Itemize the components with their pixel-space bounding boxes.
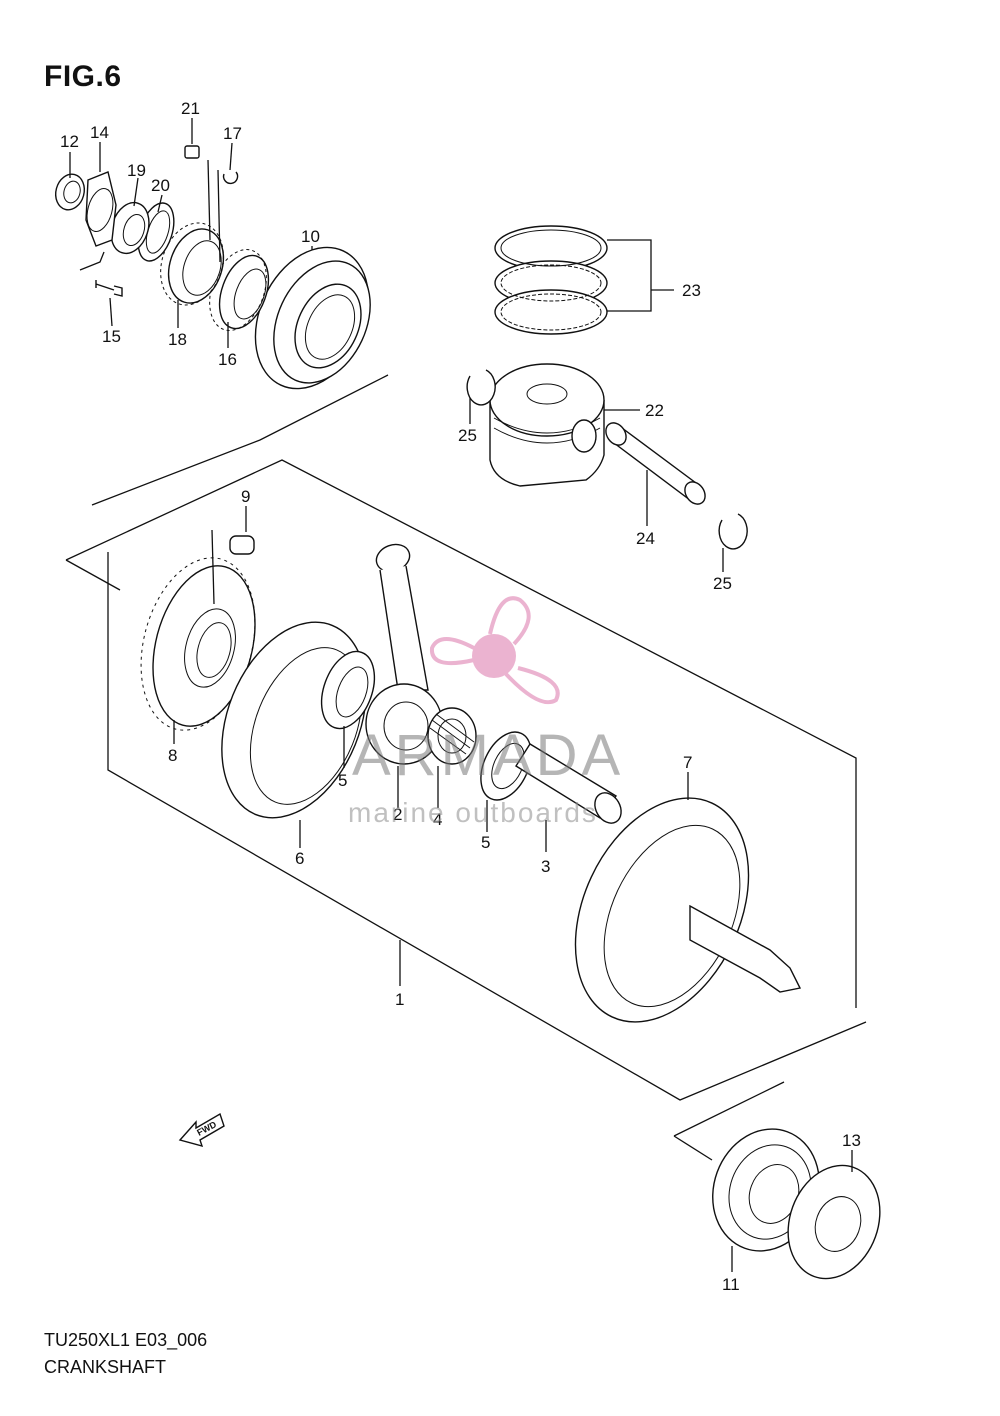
callout-10: 10 — [301, 227, 320, 246]
plate-14 — [85, 171, 117, 247]
callout-23: 23 — [682, 281, 701, 300]
callout-11: 11 — [722, 1275, 740, 1294]
figure-title: FIG.6 — [44, 60, 122, 93]
callout-3: 3 — [541, 857, 550, 876]
callout-8: 8 — [168, 746, 177, 765]
crankpin-3 — [515, 743, 622, 852]
callout-5a: 5 — [338, 771, 347, 790]
flywheel-7 — [574, 772, 802, 1023]
callout-18: 18 — [168, 330, 187, 349]
callout-12: 12 — [60, 132, 79, 151]
callout-25b: 25 — [713, 574, 732, 593]
callout-17: 17 — [223, 124, 242, 143]
callout-16: 16 — [218, 350, 237, 369]
bearing-4 — [427, 707, 477, 808]
seal-12 — [54, 173, 86, 211]
watermark-tagline: marine outboards — [348, 797, 598, 828]
connecting-rod-2 — [365, 543, 443, 808]
callout-22: 22 — [645, 401, 664, 420]
piston-rings-23 — [494, 225, 674, 335]
clip-25-upper — [466, 369, 496, 424]
callout-4: 4 — [433, 810, 442, 829]
callout-20: 20 — [151, 176, 170, 195]
callout-5b: 5 — [481, 833, 490, 852]
watermark-brand: ARMADA — [352, 723, 625, 788]
callout-21: 21 — [181, 99, 200, 118]
crankshaft-box — [65, 459, 867, 1101]
washer-5-right — [480, 731, 532, 832]
callout-15: 15 — [102, 327, 121, 346]
callout-9: 9 — [241, 487, 250, 506]
callout-24: 24 — [636, 529, 655, 548]
callout-25a: 25 — [458, 426, 477, 445]
callout-labels: 1 2 3 4 5 5 6 7 8 9 10 11 12 13 14 15 16… — [60, 99, 861, 1294]
leaders-upper-left — [69, 118, 389, 506]
gear-16 — [209, 249, 270, 331]
callout-6: 6 — [295, 849, 304, 868]
washer-5-left — [320, 650, 376, 768]
fwd-arrow — [178, 1112, 225, 1148]
callout-1: 1 — [395, 990, 404, 1009]
key-21 — [184, 145, 200, 159]
watermark-logo — [429, 596, 560, 705]
gear-8 — [140, 557, 256, 744]
key-9 — [211, 506, 255, 605]
screw-15 — [95, 280, 123, 297]
diagram-code: TU250XL1 E03_006 — [44, 1330, 208, 1350]
callout-7: 7 — [683, 753, 692, 772]
callout-13: 13 — [842, 1131, 861, 1150]
pin-24 — [605, 422, 706, 526]
diagram-name: CRANKSHAFT — [44, 1357, 167, 1377]
callout-14: 14 — [90, 123, 109, 142]
clip-17 — [222, 171, 239, 185]
bearing-10 — [254, 246, 371, 390]
clip-25-lower — [718, 513, 748, 572]
piston-22 — [489, 363, 640, 487]
callout-2: 2 — [393, 805, 402, 824]
bearing-group-lower-right — [673, 1081, 881, 1280]
gear-18 — [160, 222, 225, 306]
callout-19: 19 — [127, 161, 146, 180]
